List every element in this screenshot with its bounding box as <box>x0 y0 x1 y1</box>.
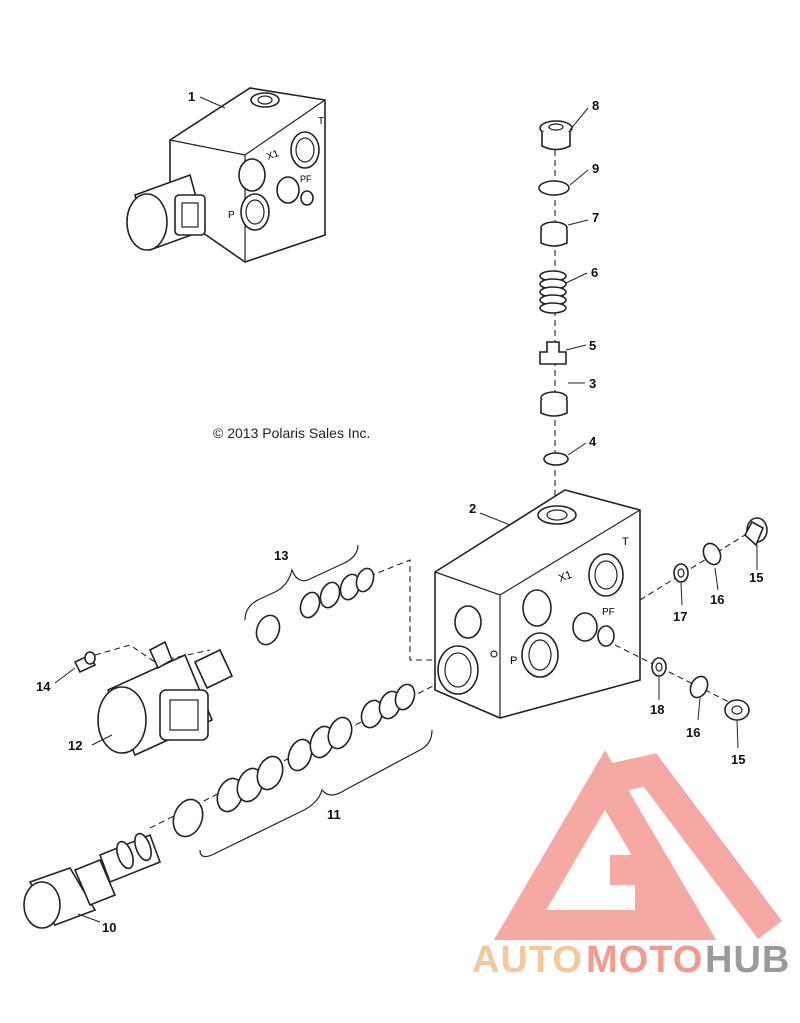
watermark-word-auto: AUTO <box>472 939 583 981</box>
callout-16-lower: 16 <box>686 725 700 740</box>
callout-4: 4 <box>589 434 597 449</box>
part-2-valve-block: T X1 PF P <box>434 489 641 719</box>
part-15-plug-upper <box>743 517 768 547</box>
callout-15-upper: 15 <box>749 570 763 585</box>
callout-17: 17 <box>673 609 687 624</box>
part-5-spool <box>539 341 567 365</box>
callout-10: 10 <box>102 920 116 935</box>
callout-16-upper: 16 <box>710 592 724 607</box>
main-block-label-x1: X1 <box>557 569 574 585</box>
part-10-cartridge-valve <box>23 832 162 929</box>
callout-14: 14 <box>36 679 51 694</box>
part-15-plug-lower <box>724 699 750 721</box>
leader-lines <box>54 96 758 923</box>
main-block-label-t: T <box>622 536 629 548</box>
part-12-solenoid-coil <box>97 640 234 757</box>
callout-18: 18 <box>650 702 664 717</box>
main-block-label-p: P <box>510 655 517 667</box>
brace-11 <box>199 729 433 858</box>
part-8-plug <box>539 120 573 151</box>
callout-8: 8 <box>592 98 599 113</box>
callout-11: 11 <box>327 807 341 822</box>
callout-1: 1 <box>188 89 195 104</box>
callout-15-lower: 15 <box>731 752 745 767</box>
part-11-seal-kit <box>172 683 416 838</box>
left-side-parts <box>23 559 436 929</box>
part-1-valve-assembly: T X1 PF P <box>126 87 326 263</box>
callout-6: 6 <box>591 265 598 280</box>
callout-9: 9 <box>592 161 599 176</box>
top-block-label-p: P <box>228 210 235 221</box>
part-4-o-ring <box>543 452 569 466</box>
brace-13 <box>244 544 359 621</box>
top-block-label-t: T <box>318 116 324 127</box>
callout-numbers: 1 2 3 4 5 6 7 8 9 10 11 12 13 14 15 15 1… <box>36 89 763 935</box>
copyright-notice: © 2013 Polaris Sales Inc. <box>213 425 370 441</box>
part-16-o-ring-upper <box>702 542 722 566</box>
part-17-orifice <box>673 563 689 583</box>
part-9-o-ring <box>538 180 570 196</box>
callout-7: 7 <box>592 210 599 225</box>
part-14-screw <box>73 651 97 674</box>
right-side-parts <box>614 517 768 721</box>
callout-3: 3 <box>589 376 596 391</box>
callout-12: 12 <box>68 738 82 753</box>
part-7-fitting <box>540 221 568 247</box>
watermark-word-hub: HUB <box>705 939 790 981</box>
part-6-spring <box>539 270 567 314</box>
main-block-label-pf: PF <box>602 607 615 618</box>
top-block-label-pf: PF <box>300 174 312 184</box>
callout-2: 2 <box>469 501 476 516</box>
watermark-logo: AUTO MOTO HUB <box>472 750 790 981</box>
top-block-label-x1: X1 <box>265 148 281 163</box>
part-16-o-ring-lower <box>689 675 709 699</box>
callout-5: 5 <box>589 338 596 353</box>
part-3-seat <box>540 391 568 417</box>
vertical-parts-stack <box>538 120 573 505</box>
watermark-word-moto: MOTO <box>586 939 703 981</box>
part-13-seal-kit <box>255 567 375 646</box>
callout-13: 13 <box>274 548 288 563</box>
watermark-triangle-icon <box>493 750 782 940</box>
part-18-orifice <box>651 657 667 677</box>
